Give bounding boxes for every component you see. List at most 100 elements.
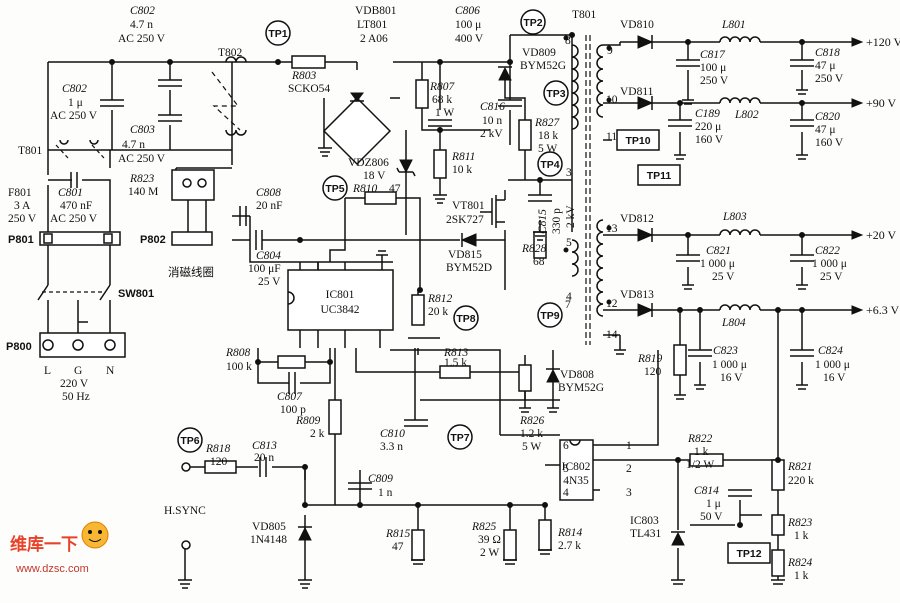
label-r825-v1: 39 Ω [478, 534, 501, 546]
label-c808-name: C808 [256, 187, 281, 199]
label-vd815-name: VD815 [448, 249, 482, 261]
label-c824-v2: 16 V [823, 372, 846, 384]
label-ac-voltage: 220 V [60, 378, 89, 390]
inductors [211, 36, 761, 311]
label-t801-main: T801 [572, 9, 597, 21]
test-point-tp1: TP1 [268, 28, 287, 40]
test-point-tp12: TP12 [736, 548, 761, 560]
label-c822-name: C822 [815, 245, 840, 257]
label-t801-left: T801 [18, 145, 43, 157]
label-c821-v2: 25 V [712, 271, 735, 283]
label-vdb801-v1: LT801 [357, 19, 387, 31]
label-c823-name: C823 [713, 345, 738, 357]
label-r807-v2: 1 W [435, 107, 454, 119]
label-vd808-v: BYM52G [558, 382, 604, 394]
watermark-url: www.dzsc.com [15, 563, 89, 575]
label-c803-name: C803 [130, 124, 155, 136]
label-c821-name: C821 [706, 245, 731, 257]
label-vd805-v: 1N4148 [250, 534, 287, 546]
label-l804: L804 [721, 317, 746, 329]
label-c813-v: 20 n [254, 452, 274, 464]
label-r828-v: 68 [533, 256, 545, 268]
label-c804-v1: 100 μF [248, 263, 281, 275]
label-r815-name: R815 [385, 528, 411, 540]
label-c804-name: C804 [256, 250, 281, 262]
label-c817-name: C817 [700, 49, 726, 61]
input-terminals [181, 462, 191, 550]
label-c816-name: C816 [480, 101, 505, 113]
label-c814-v1: 1 μ [706, 498, 721, 510]
label-c823-v1: 1 000 μ [712, 359, 747, 371]
label-c808-v: 20 nF [256, 200, 283, 212]
label-c817-v2: 250 V [700, 75, 729, 87]
label-r827-v1: 18 k [538, 130, 558, 142]
capacitors [70, 59, 814, 497]
label-ic803-v: TL431 [630, 528, 662, 540]
label-r803-name: R803 [291, 70, 317, 82]
label-r812-name: R812 [427, 293, 453, 305]
label-vd813: VD813 [620, 289, 654, 301]
pin-12: 12 [606, 298, 618, 310]
ic802-pin-2: 2 [626, 463, 632, 475]
pin-3: 3 [566, 167, 572, 179]
label-ic803-name: IC803 [630, 515, 659, 527]
label-r815-v: 47 [392, 541, 404, 553]
label-t802: T802 [218, 47, 243, 59]
junction-dots [109, 32, 805, 528]
label-vdb801-v2: 2 A06 [360, 33, 388, 45]
label-r812-v: 20 k [428, 306, 448, 318]
label-c818-v2: 250 V [815, 73, 844, 85]
label-c802a-name: C802 [130, 5, 155, 17]
label-c802a-v1: 4.7 n [130, 19, 153, 31]
pin-14: 14 [606, 329, 618, 341]
label-r826-v1: 1.2 k [520, 428, 543, 440]
label-c802b-v2: AC 250 V [50, 110, 98, 122]
label-c814-v2: 50 V [700, 511, 723, 523]
plugs-and-switch [37, 169, 215, 358]
test-point-tp9: TP9 [540, 310, 559, 322]
label-vt801-v: 2SK727 [446, 214, 484, 226]
ic802-box [559, 439, 594, 501]
pin-10: 10 [606, 94, 618, 106]
label-vd810: VD810 [620, 19, 654, 31]
label-r810-v: 47 [389, 183, 401, 195]
label-r808-v: 100 k [226, 361, 252, 373]
pin-9: 9 [607, 45, 613, 57]
label-r808-name: R808 [225, 347, 251, 359]
label-p801: P801 [8, 234, 34, 246]
label-f801-v2: 250 V [8, 213, 37, 225]
label-ic802-name: IC802 [562, 461, 591, 473]
label-vd809-v: BYM52G [520, 60, 566, 72]
pin-7: 7 [565, 299, 571, 311]
label-pin-n: N [106, 365, 115, 377]
label-vd811: VD811 [620, 86, 654, 98]
label-vd812: VD812 [620, 213, 654, 225]
label-c815-v2: 2 kV [565, 205, 577, 228]
label-c189-v1: 220 μ [695, 121, 721, 133]
test-point-tp2: TP2 [523, 17, 542, 29]
ground-symbols [178, 89, 808, 589]
label-r821-name: R821 [787, 461, 812, 473]
label-vd809-name: VD809 [522, 47, 556, 59]
label-r826-v2: 5 W [522, 441, 541, 453]
label-r809-name: R809 [295, 415, 321, 427]
label-r811-v: 10 k [452, 164, 472, 176]
output-90v: +90 V [866, 96, 897, 110]
label-c820-v2: 160 V [815, 137, 844, 149]
label-r823-v: 140 M [128, 186, 158, 198]
test-point-tp11: TP11 [647, 170, 672, 182]
label-c814-name: C814 [694, 485, 719, 497]
label-c815-name: C815 [537, 209, 549, 234]
label-c804-v2: 25 V [258, 276, 281, 288]
label-r827-v2: 5 W [538, 143, 557, 155]
label-c803-v2: AC 250 V [118, 153, 166, 165]
label-c801-v1: 470 nF [60, 200, 92, 212]
label-vt801-name: VT801 [452, 200, 485, 212]
line-filter-t801 [55, 139, 105, 159]
label-vd808-name: VD808 [560, 369, 594, 381]
label-r825-v2: 2 W [480, 547, 499, 559]
label-r818-v: 120 [210, 456, 228, 468]
label-c823-v2: 16 V [720, 372, 743, 384]
label-c802a-v2: AC 250 V [118, 33, 166, 45]
